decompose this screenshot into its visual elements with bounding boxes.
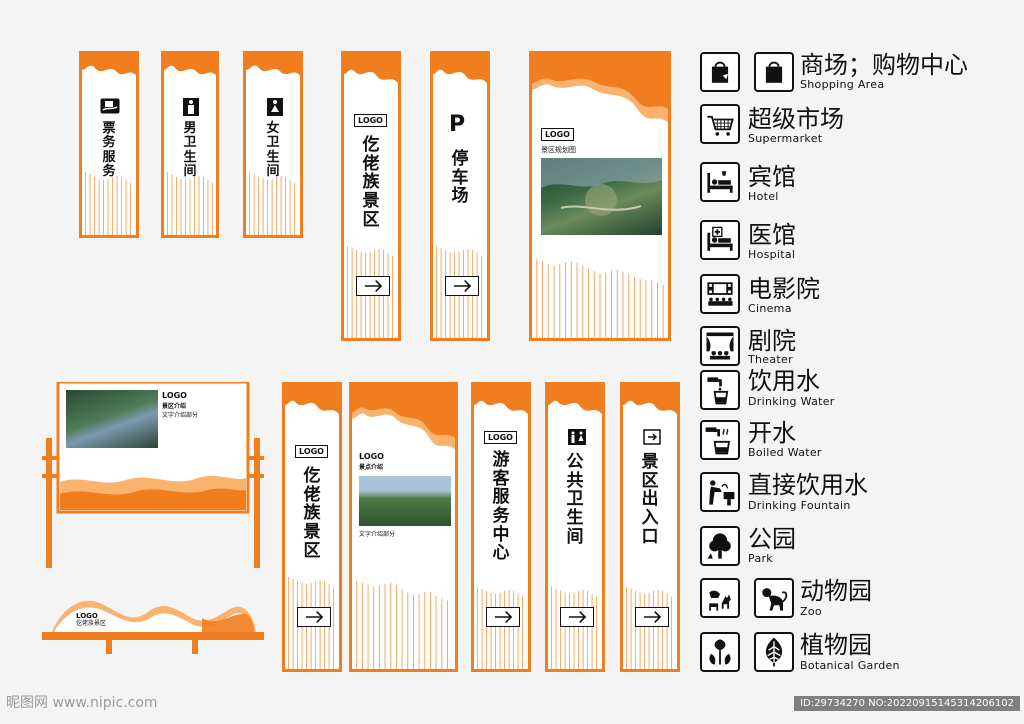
female-restroom-sign: 女卫生间 (243, 51, 303, 238)
legend-label-zh: 动物园 (800, 577, 872, 605)
info-board-stand: LOGO 景区介绍 文字介绍部分 (42, 382, 264, 568)
logo-box: LOGO (295, 445, 328, 458)
watermark-id: ID:29734270 NO:20220915145314206102 (794, 696, 1020, 711)
spot-desc: 文字介绍部分 (359, 531, 396, 538)
logo-text: LOGO (359, 452, 384, 461)
watermark-site: 昵图网 www.nipic.com (6, 695, 158, 711)
legend-label-en: Zoo (800, 605, 822, 618)
arrow-right-icon (297, 607, 331, 627)
logo-box: LOGO (162, 390, 187, 401)
legend-label-en: Supermarket (748, 132, 823, 145)
logo-box: LOGO (354, 114, 387, 127)
scenic-map-image (541, 158, 662, 235)
legend-label-zh: 公园 (748, 525, 796, 553)
legend-label-zh: 剧院 (748, 327, 796, 355)
legend-label-en: Shopping Area (800, 78, 885, 91)
logo-box: LOGO (484, 431, 517, 444)
legend-label-en: Theater (748, 353, 793, 366)
map-subtitle: 景区规划图 (541, 146, 576, 154)
arrow-right-icon (560, 607, 594, 627)
leaf-icon (754, 632, 794, 672)
gelao-scenic-sign-2: LOGO 仡佬族景区 (282, 382, 342, 672)
spot-image (359, 476, 451, 526)
arrow-right-icon (445, 276, 479, 296)
male-restroom-sign: 男卫生间 (161, 51, 219, 238)
shopping-bag-icon (700, 52, 740, 92)
visitor-center-sign: LOGO 游客服务中心 (471, 382, 531, 672)
hospital-bed-icon (700, 220, 740, 260)
exit-icon (643, 429, 661, 445)
legend-label-zh: 超级市场 (748, 105, 844, 133)
board-scenic-image (66, 390, 158, 448)
board-desc: 文字介绍部分 (162, 412, 199, 419)
tap-steam-icon (700, 420, 740, 460)
legend-label-zh: 直接饮用水 (748, 471, 868, 499)
legend-label-zh: 电影院 (748, 275, 820, 303)
ticket-hand-icon (100, 98, 120, 114)
cart-icon (700, 104, 740, 144)
bed-icon (700, 162, 740, 202)
legend-label-en: Botanical Garden (800, 659, 900, 672)
spot-title: 景点介绍 (359, 464, 384, 471)
board-title: 景区介绍 (162, 403, 187, 410)
sign-label: 票务服务 (102, 121, 116, 179)
arrow-right-icon (486, 607, 520, 627)
arrow-right-icon (356, 276, 390, 296)
legend-label-en: Drinking Fountain (748, 499, 851, 512)
legend-label-en: Drinking Water (748, 395, 835, 408)
fountain-icon (700, 472, 740, 512)
legend-label-en: Park (748, 552, 773, 565)
legend-label-zh: 开水 (748, 419, 796, 447)
toilet-icon (568, 429, 586, 445)
legend-label-zh: 医馆 (748, 221, 796, 249)
scenic-map-sign: LOGO 景区规划图 (529, 51, 671, 341)
parking-icon: P (449, 112, 466, 137)
sign-label: 仡佬族景区 (362, 135, 380, 230)
sign-label: 男卫生间 (183, 121, 197, 179)
logo-box: LOGO (541, 128, 574, 141)
arrow-right-icon (635, 607, 669, 627)
legend-label-zh: 植物园 (800, 631, 872, 659)
ground-name-sign: LOGO 仡佬族景区 (42, 588, 264, 656)
spot-intro-sign: LOGO 景点介绍 文字介绍部分 (349, 382, 458, 672)
public-restroom-sign: 公共卫生间 (545, 382, 605, 672)
legend-label-en: Hospital (748, 248, 796, 261)
shopping-bag-icon (754, 52, 794, 92)
sign-label: 游客服务中心 (492, 450, 510, 564)
sign-label: 景区出入口 (641, 452, 659, 547)
cinema-icon (700, 274, 740, 314)
legend-label-zh: 饮用水 (748, 367, 820, 395)
legend-label-zh: 商场；购物中心 (800, 51, 968, 79)
icon-legend: 商场；购物中心 Shopping Area 超级市场 Supermarket 宾… (700, 48, 1020, 678)
sign-label: 女卫生间 (266, 121, 280, 179)
legend-label-zh: 宾馆 (748, 163, 796, 191)
animals-icon (700, 578, 740, 618)
logo-text: LOGO (76, 612, 98, 620)
man-icon (183, 98, 199, 116)
monkey-icon (754, 578, 794, 618)
entrance-exit-sign: 景区出入口 (620, 382, 680, 672)
legend-label-en: Hotel (748, 190, 779, 203)
scenic-name: 仡佬族景区 (76, 620, 107, 627)
sign-label: 停车场 (451, 149, 469, 207)
ticket-service-sign: 票务服务 (79, 51, 139, 238)
legend-label-en: Cinema (748, 302, 792, 315)
woman-icon (267, 98, 283, 116)
legend-label-en: Boiled Water (748, 446, 822, 459)
plants-icon (700, 632, 740, 672)
sign-label: 公共卫生间 (566, 452, 584, 547)
sign-label: 仡佬族景区 (303, 466, 321, 561)
tree-icon (700, 526, 740, 566)
parking-sign: P 停车场 (430, 51, 490, 341)
gelao-scenic-sign: LOGO 仡佬族景区 (341, 51, 401, 341)
theater-icon (700, 326, 740, 366)
tap-cup-icon (700, 370, 740, 410)
